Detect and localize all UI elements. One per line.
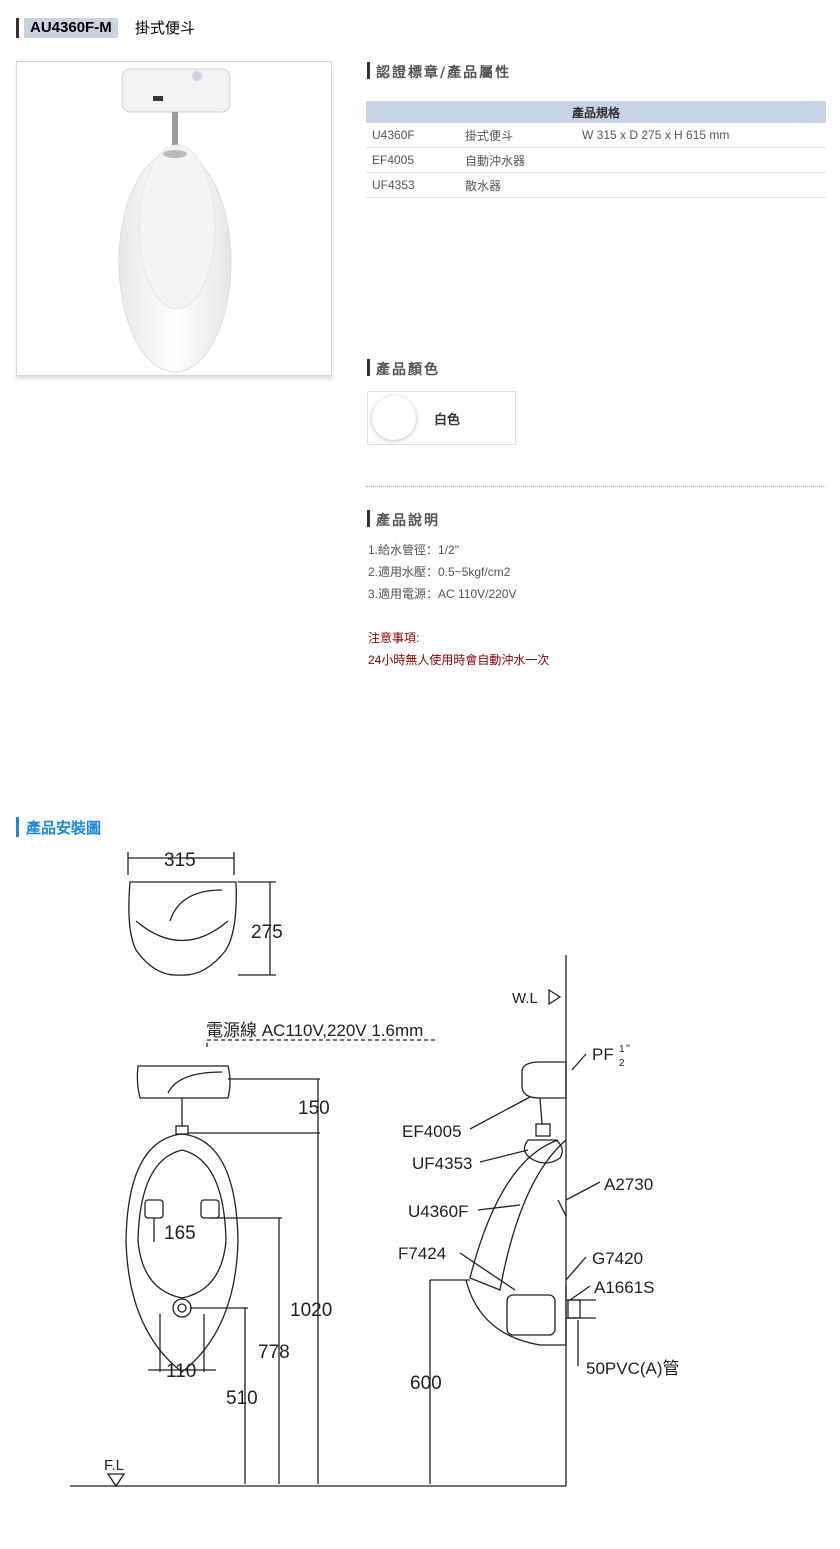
part-a2730: A2730	[604, 1175, 653, 1194]
color-swatch-white[interactable]: 白色	[367, 391, 516, 445]
table-row: UF4353 散水器	[366, 172, 826, 198]
note-title: 注意事項:	[368, 631, 420, 645]
dim-150: 150	[298, 1098, 330, 1119]
part-u4360f: U4360F	[408, 1202, 468, 1221]
part-f7424: F7424	[398, 1244, 446, 1263]
part-pf-frac-bottom: 2	[619, 1058, 625, 1069]
spec-table: 產品規格 U4360F 掛式便斗 W 315 x D 275 x H 615 m…	[366, 101, 826, 198]
dim-165: 165	[164, 1223, 196, 1244]
section-marker	[16, 817, 19, 837]
section-marker	[367, 359, 370, 376]
spec-dims: W 315 x D 275 x H 615 mm	[576, 123, 826, 148]
part-g7420: G7420	[592, 1249, 643, 1268]
dim-110: 110	[166, 1361, 196, 1382]
dim-1020: 1020	[290, 1300, 332, 1321]
note-text: 24小時無人使用時會自動沖水一次	[368, 653, 550, 667]
part-pf: PF	[592, 1045, 614, 1064]
part-pf-frac-top: 1	[619, 1044, 625, 1055]
spec-name: 掛式便斗	[459, 123, 576, 148]
dim-depth: 275	[251, 922, 283, 943]
spec-code: UF4353	[366, 172, 459, 198]
desc-line: 2.適用水壓：0.5~5kgf/cm2	[368, 565, 511, 579]
power-cable-label: 電源線 AC110V,220V 1.6mm	[206, 1021, 423, 1040]
title-bar-marker	[16, 18, 19, 38]
model-code: AU4360F-M	[24, 18, 118, 38]
part-pf-quote: "	[626, 1043, 630, 1055]
certifications-title: 認證標章/產品屬性	[376, 65, 512, 81]
table-row: EF4005 自動沖水器	[366, 147, 826, 173]
table-row: U4360F 掛式便斗 W 315 x D 275 x H 615 mm	[366, 123, 826, 148]
divider	[366, 486, 826, 487]
spec-name: 自動沖水器	[459, 147, 576, 173]
dim-778: 778	[258, 1342, 290, 1363]
floor-level-label: F.L	[104, 1457, 124, 1474]
part-pvc-pipe: 50PVC(A)管	[586, 1359, 680, 1378]
dim-width: 315	[164, 850, 196, 871]
description-title: 產品說明	[376, 513, 440, 529]
part-uf4353: UF4353	[412, 1154, 472, 1173]
spec-table-header: 產品規格	[366, 101, 826, 123]
spec-dims	[576, 172, 826, 198]
section-marker	[367, 510, 370, 527]
color-sample	[372, 396, 416, 440]
installation-diagram: 315 275 電源線 AC110V,220V 1.6mm 150 165 10…	[70, 850, 680, 1488]
spec-code: U4360F	[366, 123, 459, 148]
part-a1661s: A1661S	[594, 1278, 655, 1297]
water-level-label: W.L	[512, 990, 538, 1007]
color-label: 白色	[434, 413, 461, 428]
part-ef4005: EF4005	[402, 1122, 462, 1141]
spec-dims	[576, 147, 826, 173]
spec-code: EF4005	[366, 147, 459, 173]
desc-line: 1.給水管徑：1/2"	[368, 543, 459, 557]
urinal-photo-image	[118, 68, 232, 373]
installation-title: 產品安裝圖	[26, 819, 102, 837]
spec-name: 散水器	[459, 172, 576, 198]
dim-510: 510	[226, 1388, 258, 1409]
section-marker	[367, 62, 370, 79]
dim-600: 600	[410, 1373, 442, 1394]
product-photo	[16, 61, 332, 376]
colors-title: 產品顏色	[376, 362, 440, 378]
desc-line: 3.適用電源：AC 110V/220V	[368, 587, 517, 601]
model-name: 掛式便斗	[135, 19, 196, 37]
